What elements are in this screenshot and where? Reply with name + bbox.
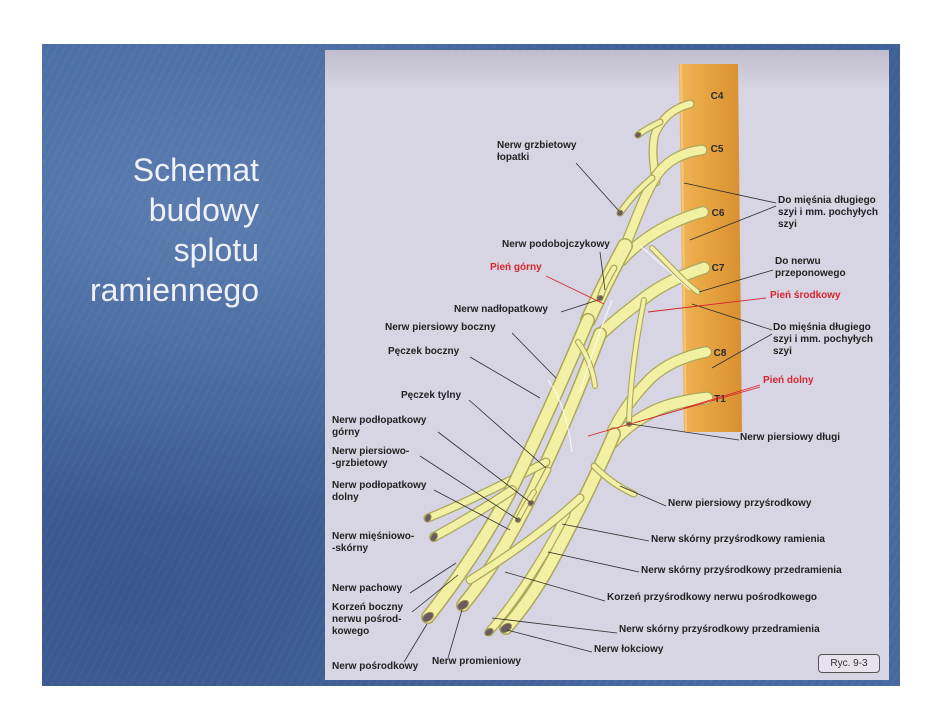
label-line: szyi i mm. pochyłych (773, 334, 874, 345)
label-line: Nerw mięśniowo- (332, 531, 415, 542)
label-longus-colli-lower: Do mięśnia długiego szyi i mm. pochyłych… (773, 322, 873, 358)
label-longus-colli-upper: Do mięśnia długiego szyi i mm. pochyłych… (778, 195, 878, 231)
label-line: Pień środkowy (770, 290, 841, 301)
label-line: dolny (332, 492, 359, 503)
label-subclavius: Nerw podobojczykowy (502, 239, 610, 251)
title-line: splotu (173, 232, 259, 268)
label-line: Do mięśnia długiego (778, 195, 876, 206)
label-line: Nerw pachowy (332, 583, 403, 594)
label-line: nerwu pośrod- (332, 614, 402, 625)
label-thoracodorsal: Nerw piersiowo- -grzbietowy (332, 446, 409, 470)
label-line: Korzeń boczny (332, 602, 404, 613)
label-line: Nerw piersiowy przyśrodkowy (668, 498, 812, 509)
label-line: Pień dolny (763, 375, 814, 386)
label-medial-pectoral: Nerw piersiowy przyśrodkowy (668, 498, 811, 510)
label-line: szyi (773, 346, 792, 357)
label-line: Nerw podłopatkowy (332, 415, 427, 426)
label-median-medial-root: Korzeń przyśrodkowy nerwu pośrodkowego (607, 592, 817, 604)
label-line: Pęczek tylny (401, 390, 462, 401)
label-ulnar: Nerw łokciowy (594, 644, 663, 656)
label-middle-trunk: Pień środkowy (770, 290, 841, 302)
label-median-lateral-root: Korzeń boczny nerwu pośrod- kowego (332, 602, 403, 638)
label-suprascapular: Nerw nadłopatkowy (454, 304, 548, 316)
label-line: Nerw nadłopatkowy (454, 304, 548, 315)
label-long-thoracic: Nerw piersiowy długi (740, 432, 840, 444)
label-posterior-cord: Pęczek tylny (401, 390, 461, 402)
label-line: łopatki (497, 152, 530, 163)
label-medial-cutaneous-forearm-1: Nerw skórny przyśrodkowy przedramienia (641, 565, 842, 577)
label-line: kowego (332, 626, 370, 637)
label-line: szyi (778, 219, 797, 230)
label-line: Nerw piersiowy boczny (385, 322, 496, 333)
title-line: ramiennego (90, 272, 259, 308)
label-line: Nerw promieniowy (432, 656, 521, 667)
label-line: Korzeń przyśrodkowy nerwu pośrodkowego (607, 592, 818, 603)
label-line: Nerw skórny przyśrodkowy przedramienia (619, 624, 820, 635)
label-phrenic: Do nerwu przeponowego (775, 256, 846, 280)
label-musculocutaneous: Nerw mięśniowo- -skórny (332, 531, 414, 555)
label-line: Do mięśnia długiego (773, 322, 871, 333)
label-line: Nerw piersiowo- (332, 446, 410, 457)
label-line: Nerw skórny przyśrodkowy ramienia (651, 534, 825, 545)
title-line: budowy (148, 192, 259, 228)
label-line: przeponowego (775, 268, 846, 279)
label-upper-trunk: Pień górny (490, 262, 542, 274)
label-medial-cutaneous-forearm-2: Nerw skórny przyśrodkowy przedramienia (619, 624, 820, 636)
label-line: Pęczek boczny (388, 346, 460, 357)
label-line: -grzbietowy (332, 458, 388, 469)
slide-title: Schemat budowy splotu ramiennego (42, 150, 259, 310)
label-upper-subscapular: Nerw podłopatkowy górny (332, 415, 426, 439)
figure-caption: Ryc. 9-3 (818, 654, 880, 673)
label-line: -skórny (332, 543, 369, 554)
label-line: górny (332, 427, 360, 438)
label-dorsal-scapular: Nerw grzbietowy łopatki (497, 140, 576, 164)
label-line: Nerw podobojczykowy (502, 239, 610, 250)
label-line: Do nerwu (775, 256, 821, 267)
anatomical-figure (325, 50, 889, 680)
label-axillary: Nerw pachowy (332, 583, 402, 595)
label-line: Nerw podłopatkowy (332, 480, 427, 491)
label-line: Nerw łokciowy (594, 644, 664, 655)
label-line: szyi i mm. pochyłych (778, 207, 879, 218)
label-medial-cutaneous-arm: Nerw skórny przyśrodkowy ramienia (651, 534, 825, 546)
label-median: Nerw pośrodkowy (332, 661, 418, 673)
label-lateral-pectoral: Nerw piersiowy boczny (385, 322, 496, 334)
label-lower-trunk: Pień dolny (763, 375, 814, 387)
label-radial: Nerw promieniowy (432, 656, 521, 668)
title-line: Schemat (132, 152, 259, 188)
label-lower-subscapular: Nerw podłopatkowy dolny (332, 480, 426, 504)
label-line: Nerw pośrodkowy (332, 661, 419, 672)
label-line: Pień górny (490, 262, 542, 273)
label-lateral-cord: Pęczek boczny (388, 346, 459, 358)
label-line: Nerw grzbietowy (497, 140, 577, 151)
label-line: Nerw skórny przyśrodkowy przedramienia (641, 565, 842, 576)
label-line: Nerw piersiowy długi (740, 432, 841, 443)
